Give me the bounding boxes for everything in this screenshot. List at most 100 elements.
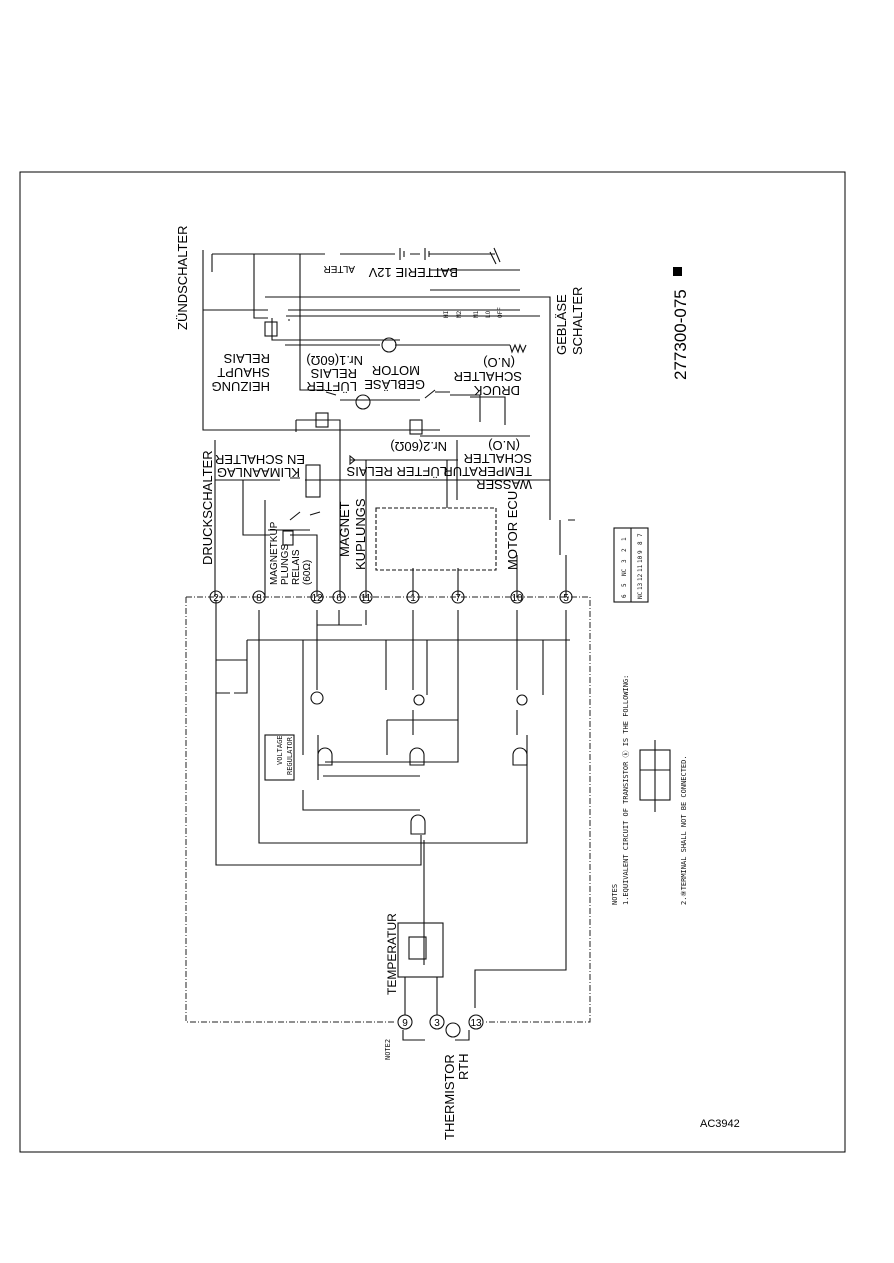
transistor-symbol <box>413 694 425 706</box>
svg-text:2: 2 <box>621 548 628 552</box>
transistor-symbol <box>516 694 528 706</box>
pin-label: 2 <box>213 593 219 604</box>
svg-text:(N.O): (N.O) <box>483 355 515 370</box>
alternator-label: ALTER <box>324 263 356 274</box>
thermistor-label: THERMISTOR <box>442 1054 457 1140</box>
blower-switch-label: GEBLÄSE <box>554 294 569 355</box>
pressure-switch-label: DRUCKSCHALTER <box>200 450 215 565</box>
connector-diagram: 6 5 NC 3 2 1 NC 13 12 11 10 9 8 7 <box>613 527 649 603</box>
and-gate <box>512 747 528 766</box>
fan-relay-2-label: LÜFTER RELAIS Nr.2(60Ω) <box>346 439 447 479</box>
svg-text:NC: NC <box>637 591 644 599</box>
clutch-relay-label: RELAIS <box>291 549 302 585</box>
svg-text:EN SCHALTER: EN SCHALTER <box>215 452 305 467</box>
svg-text:1: 1 <box>621 537 628 541</box>
temperature-label: TEMPERATUR <box>385 913 399 995</box>
svg-text:5: 5 <box>621 583 628 587</box>
pin-label: 13 <box>470 1018 482 1029</box>
document-code: 277300-075 <box>671 289 690 380</box>
blower-motor-symbol <box>381 337 397 353</box>
heater-relay-coil <box>264 321 278 337</box>
temperature-module-box <box>397 922 444 978</box>
pin-label: 9 <box>402 1018 408 1029</box>
pin-label: 12 <box>311 593 323 604</box>
svg-text:13: 13 <box>637 582 644 590</box>
svg-text:MOTOR: MOTOR <box>372 363 420 378</box>
svg-text:7: 7 <box>637 533 644 537</box>
ignition-switch-label: ZÜNDSCHALTER <box>175 226 190 331</box>
svg-text:NC: NC <box>621 568 628 576</box>
magnetic-clutch-label: MAGNET <box>337 501 352 557</box>
transistor-symbol <box>310 691 324 705</box>
svg-text:3: 3 <box>621 559 628 563</box>
heater-relay-label: HEIZUNG SHAUPT RELAIS <box>212 351 271 394</box>
clutch-relay-label: MAGNETKUP <box>269 521 280 585</box>
svg-text:(N.O): (N.O) <box>488 438 520 453</box>
diagram-frame <box>19 171 846 1153</box>
harness-boundary <box>185 596 591 1023</box>
svg-text:WASSER: WASSER <box>476 477 532 492</box>
pin-label: 11 <box>361 593 372 604</box>
fan-motor-symbol <box>355 394 371 410</box>
position-label: OFF <box>497 307 504 318</box>
magnetic-clutch-label: KUPLUNGS <box>353 498 368 570</box>
pin-label: 10 <box>511 593 523 604</box>
pins-bottom: 9 3 13 <box>397 1014 484 1030</box>
svg-text:HEIZUNG: HEIZUNG <box>212 379 271 394</box>
voltage-regulator-label: VOLTAGE <box>276 735 284 765</box>
fan-relay-1-label: LÜFTER RELAIS Nr.1(60Ω) <box>306 353 363 394</box>
pin-label: 6 <box>336 593 342 604</box>
blower-motor-label: GEBLÄSE MOTOR <box>364 363 425 392</box>
and-gate <box>317 747 333 766</box>
thermistor-label: RTH <box>456 1054 471 1080</box>
svg-text:SCHALTER: SCHALTER <box>454 369 522 384</box>
notes-title: NOTES <box>611 884 619 905</box>
note-1: 1.EQUIVALENT CIRCUIT OF TRANSISTOR ⓚ IS … <box>622 675 630 905</box>
svg-text:RELAIS: RELAIS <box>223 351 270 366</box>
clutch-relay-label: PLUNGS <box>280 544 291 585</box>
engine-ecu-label: MOTOR ECU <box>505 491 520 570</box>
thermistor-symbol <box>445 1022 461 1038</box>
svg-text:KLIMAANLAG: KLIMAANLAG <box>217 465 300 480</box>
svg-text:9: 9 <box>637 550 644 554</box>
svg-text:SHAUPT: SHAUPT <box>217 365 270 380</box>
clutch-relay-label: (60Ω) <box>302 560 313 585</box>
control-module-circuit <box>215 600 570 1041</box>
hysteresis-symbol <box>408 936 427 960</box>
fan-relay-2-coil <box>409 419 423 435</box>
pin-label: 5 <box>563 593 569 604</box>
svg-text:RELAIS: RELAIS <box>310 366 357 381</box>
svg-text:TEMPERATUR: TEMPERATUR <box>443 464 532 479</box>
and-gate <box>410 814 426 835</box>
note2-marker: NOTE2 <box>384 1039 392 1060</box>
position-label: HI <box>443 310 450 318</box>
svg-text:SCHALTER: SCHALTER <box>464 451 532 466</box>
pin-label: 3 <box>434 1018 440 1029</box>
voltage-regulator-label: REGULATOR <box>286 736 294 775</box>
magnetic-clutch-relay-coil <box>282 530 294 546</box>
svg-text:GEBLÄSE: GEBLÄSE <box>364 377 425 392</box>
blower-switch-positions: HI M2 M1 LO OFF <box>443 307 504 318</box>
pin-label: 8 <box>256 593 262 604</box>
svg-text:LÜFTER RELAIS: LÜFTER RELAIS <box>346 464 447 479</box>
note-2: 2.⑨TERMINAL SHALL NOT BE CONNECTED. <box>680 755 688 905</box>
position-label: M1 <box>473 310 480 318</box>
power-wiring <box>202 247 575 598</box>
pressure-switch-no-label: DRUCK SCHALTER (N.O) <box>454 355 522 398</box>
position-label: M2 <box>456 310 463 318</box>
notes: NOTES 1.EQUIVALENT CIRCUIT OF TRANSISTOR… <box>611 675 688 905</box>
blower-switch-label: SCHALTER <box>570 287 585 355</box>
ecu-box <box>375 507 497 571</box>
svg-text:8: 8 <box>637 541 644 545</box>
svg-text:LÜFTER: LÜFTER <box>306 379 357 394</box>
and-gate <box>409 747 425 766</box>
ac-switch-label: KLIMAANLAG EN SCHALTER <box>215 452 305 480</box>
figure-id: AC3942 <box>700 1118 740 1130</box>
code-marker <box>673 267 682 276</box>
water-temp-switch-label: WASSER TEMPERATUR SCHALTER (N.O) <box>443 438 532 492</box>
position-label: LO <box>485 310 492 318</box>
svg-text:Nr.1(60Ω): Nr.1(60Ω) <box>306 353 363 368</box>
svg-text:10: 10 <box>637 555 644 563</box>
pins-top: 2 8 12 6 11 1 7 10 5 <box>209 590 573 604</box>
